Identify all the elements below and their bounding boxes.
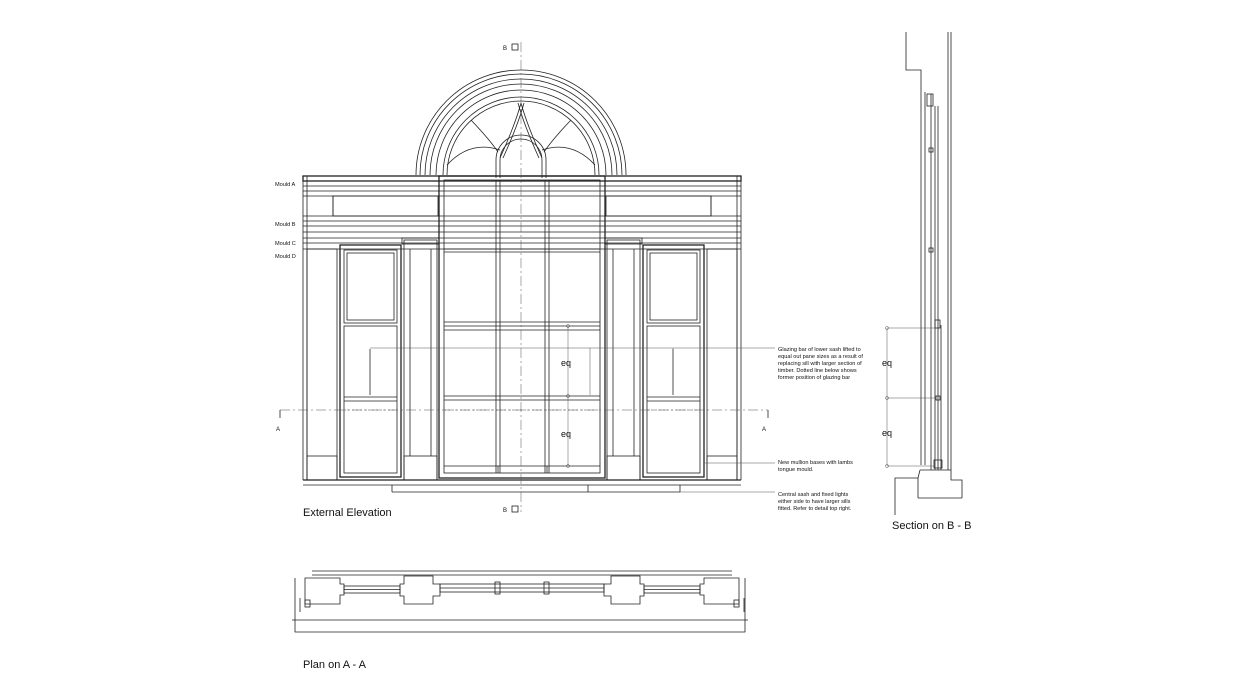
eq-dimensions: eq eq	[561, 324, 571, 468]
note-sash: Central sash and fixed lights either sid…	[778, 492, 852, 512]
plan-a-a: Plan on A - A	[292, 570, 748, 671]
eq-label-upper: eq	[561, 358, 571, 368]
note-line: either side to have larger sills	[778, 499, 851, 505]
plan-title: Plan on A - A	[303, 659, 367, 671]
section-eq-lower: eq	[882, 428, 892, 438]
section-title: Section on B - B	[892, 520, 972, 532]
section-b-b: eq eq Section on B - B	[882, 32, 972, 532]
note-line: former position of glazing bar	[778, 375, 850, 381]
mould-b-label: Mould B	[275, 222, 296, 228]
pilasters	[306, 237, 738, 481]
section-mark-a-right: A	[762, 427, 766, 433]
section-line-b: B B	[503, 42, 522, 514]
external-elevation: B B A A eq eq Mo	[275, 42, 863, 519]
note-glazing-bar: Glazing bar of lower sash lifted to equa…	[778, 347, 863, 381]
section-mark-a-left: A	[276, 427, 280, 433]
note-line: Central sash and fixed lights	[778, 492, 848, 498]
note-mullion: New mullion bases with lambs tongue moul…	[778, 460, 853, 473]
leader-lines	[370, 347, 775, 493]
section-mark-b-bottom: B	[503, 508, 507, 514]
right-sash-window	[642, 244, 705, 478]
note-line: replacing sill with larger section of	[778, 361, 862, 367]
note-line: fitted. Refer to detail top right.	[778, 506, 852, 512]
mould-labels: Mould A Mould B Mould C Mould D	[275, 182, 296, 260]
central-window	[438, 175, 606, 479]
mould-c-label: Mould C	[275, 241, 296, 247]
sill	[303, 479, 741, 493]
mould-d-label: Mould D	[275, 254, 296, 260]
section-mark-b-top: B	[503, 46, 507, 52]
note-line: Glazing bar of lower sash lifted to	[778, 347, 861, 353]
note-line: equal out pane sizes as a result of	[778, 354, 863, 360]
mould-a-label: Mould A	[275, 182, 295, 188]
entablature	[302, 175, 742, 480]
note-line: New mullion bases with lambs	[778, 460, 853, 466]
section-eq-upper: eq	[882, 358, 892, 368]
section-line-a: A A	[276, 409, 769, 433]
note-line: timber. Dotted line below shows	[778, 368, 857, 374]
left-sash-window	[339, 244, 402, 478]
note-line: tongue mould.	[778, 467, 814, 473]
eq-label-lower: eq	[561, 429, 571, 439]
elevation-title: External Elevation	[303, 507, 392, 519]
